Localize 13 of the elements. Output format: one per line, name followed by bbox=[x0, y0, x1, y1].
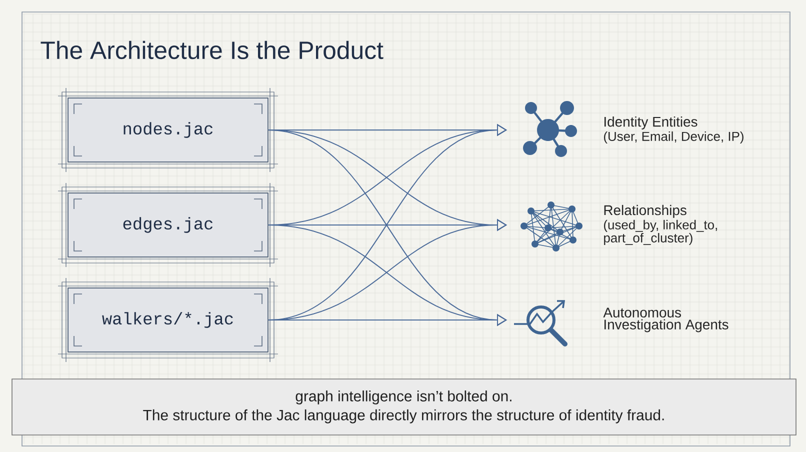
node-label: Identity Entities bbox=[604, 116, 698, 130]
caption-band: graph intelligence isn’t bolted on. The structure of the Jac language directly mirrors the structure of identity fraud. bbox=[12, 378, 796, 436]
node-label: Relationships bbox=[604, 204, 686, 218]
node-label: (User, Email, Device, IP) bbox=[604, 131, 744, 144]
entity-item: Autonomous Investigation Agents bbox=[514, 300, 728, 346]
code-file-box: edges.jac bbox=[58, 182, 278, 268]
entity-item: Relationships (used_by, linked_to, part_of_cluster) bbox=[520, 202, 717, 252]
title: The Architecture Is the Product bbox=[40, 40, 384, 60]
code-file-box: nodes.jac bbox=[58, 88, 278, 172]
code-file-box: walkers/*.jac bbox=[58, 278, 278, 362]
entity-item: Identity Entities (User, Email, Device, IP) bbox=[523, 101, 744, 157]
node-label: (used_by, linked_to, part_of_cluster) bbox=[604, 220, 717, 246]
node-label: Autonomous Investigation Agents bbox=[603, 308, 728, 332]
